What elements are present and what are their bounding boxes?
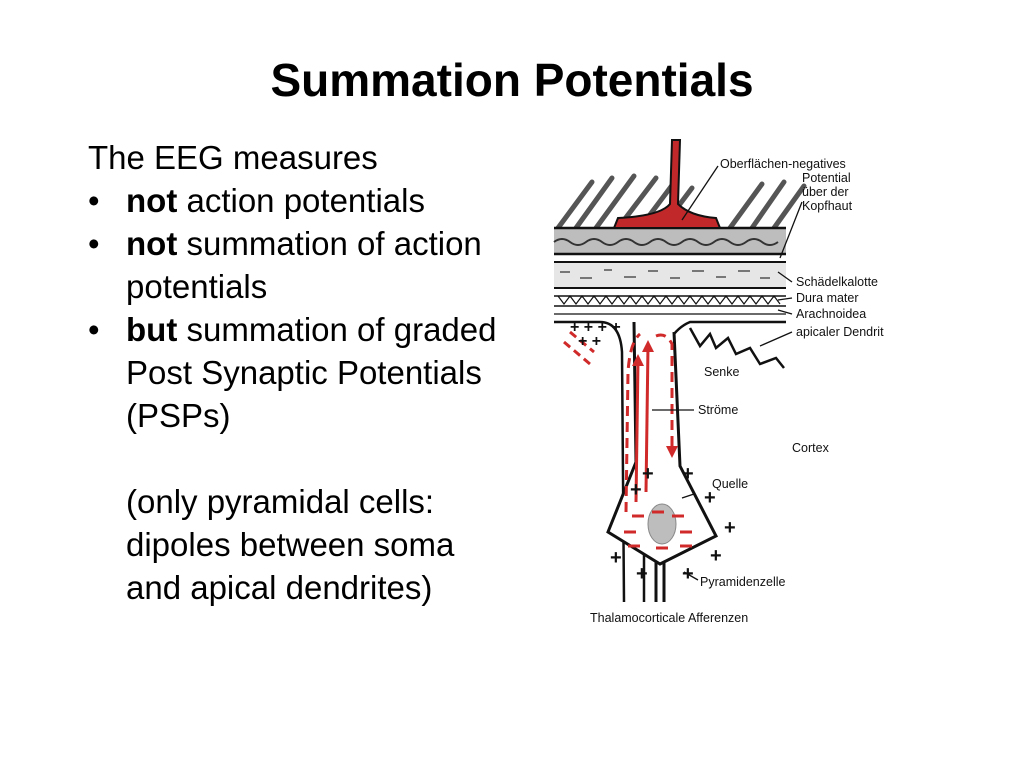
label-apical-dendrite: apicaler Dendrit — [796, 325, 884, 339]
label-source: Quelle — [712, 477, 748, 491]
svg-text:+: + — [682, 463, 694, 485]
label-skull: Schädelkalotte — [796, 275, 878, 289]
dura-layer — [554, 295, 786, 315]
svg-text:+: + — [710, 545, 722, 567]
label-surface-potential: Oberflächen-negatives — [720, 157, 846, 171]
label-surface-potential-2: Potential — [802, 171, 851, 185]
current-arrowheads — [632, 340, 678, 458]
skull-layer — [554, 261, 786, 289]
bullet-item: • not action potentials — [88, 179, 518, 222]
scalp-electrode — [612, 139, 722, 229]
slide-title: Summation Potentials — [270, 54, 754, 106]
label-currents: Ströme — [698, 403, 738, 417]
svg-text:+: + — [704, 487, 716, 509]
positive-charges: + + + + + + + + + + + + + + + — [570, 319, 736, 585]
label-surface-potential-3: über der — [802, 185, 849, 199]
label-sink: Senke — [704, 365, 739, 379]
leader-lines — [652, 165, 803, 581]
cortex-dipole-diagram: + + + + + + + + + + + + + + + Oberfläche… — [553, 139, 884, 625]
bullet-item: • but summation of graded Post Synaptic P… — [88, 308, 518, 437]
bullet-text: action potentials — [177, 182, 425, 219]
bullet-text: summation of graded Post Synaptic Potent… — [126, 311, 497, 434]
bullet-marker: • — [88, 225, 100, 262]
svg-text:+ + + +: + + + + — [570, 319, 621, 336]
svg-text:+: + — [630, 479, 642, 501]
intro-line: The EEG measures — [88, 139, 378, 176]
label-pyramidal-cell: Pyramidenzelle — [700, 575, 786, 589]
svg-text:+: + — [724, 517, 736, 539]
scalp-layer — [553, 226, 786, 256]
pyramidal-note: (only pyramidal cells: dipoles between s… — [126, 483, 455, 606]
label-thalamocortical-afferents: Thalamocorticale Afferenzen — [590, 611, 748, 625]
label-arachnoid: Arachnoidea — [796, 307, 866, 321]
body-text: The EEG measures • not action potentials … — [88, 136, 518, 609]
bullet-emphasis: but — [126, 311, 178, 348]
svg-text:+ +: + + — [578, 333, 601, 350]
bullet-marker: • — [88, 182, 100, 219]
svg-text:+: + — [636, 563, 648, 585]
svg-text:+: + — [642, 463, 654, 485]
bullet-emphasis: not — [126, 225, 178, 262]
bullet-emphasis: not — [126, 182, 178, 219]
bullet-marker: • — [88, 311, 100, 348]
label-dura: Dura mater — [796, 291, 859, 305]
negative-charges — [624, 510, 692, 550]
bullet-item: • not summation of action potentials — [88, 222, 518, 308]
bullet-text: summation of action potentials — [126, 225, 482, 305]
svg-text:+: + — [610, 547, 622, 569]
label-cortex: Cortex — [792, 441, 830, 455]
label-surface-potential-4: Kopfhaut — [802, 199, 853, 213]
current-flow — [563, 330, 674, 513]
bullet-list: • not action potentials • not summation of… — [88, 179, 518, 437]
